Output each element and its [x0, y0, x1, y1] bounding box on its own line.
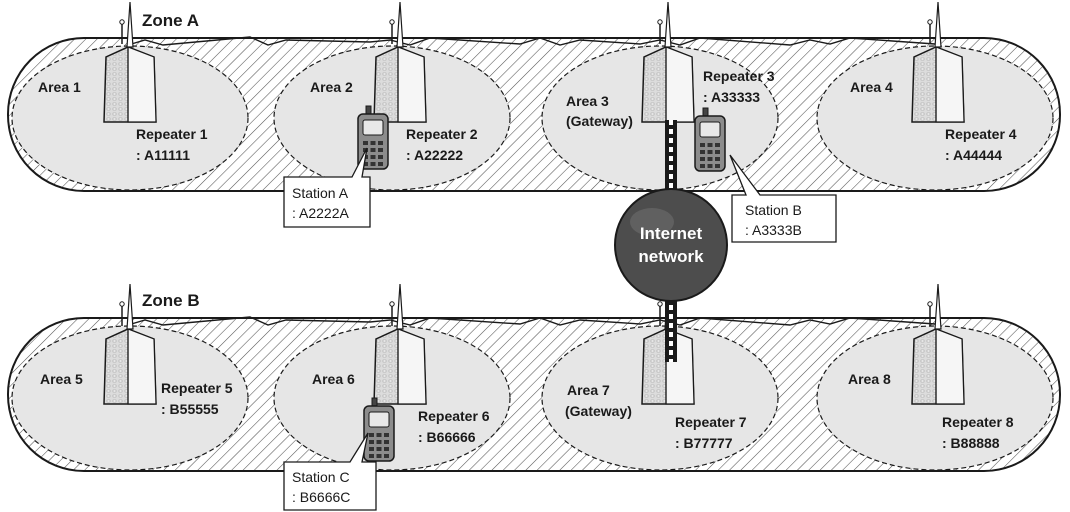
zone-a: Zone A Area 1 Area 2 Area 3 (Gateway) Ar…	[8, 2, 1060, 191]
repeater-callsign: : A33333	[703, 89, 760, 105]
area-label: Area 1	[38, 79, 81, 95]
station-callsign: : A3333B	[745, 222, 802, 238]
station-callsign: : B6666C	[292, 489, 350, 505]
repeater-tower-icon	[912, 2, 964, 122]
repeater-name: Repeater 7	[675, 414, 747, 430]
transceiver-icon	[364, 398, 394, 461]
repeater-callsign: : A22222	[406, 147, 463, 163]
repeater-callsign: : B88888	[942, 435, 1000, 451]
zone-label: Zone A	[142, 11, 199, 30]
station-name: Station C	[292, 469, 350, 485]
area-label: Area 4	[850, 79, 893, 95]
network-label: network	[638, 247, 704, 266]
internet-network-globe	[615, 189, 727, 301]
backbone-link-upper	[665, 120, 677, 198]
area-label: Area 8	[848, 371, 891, 387]
repeater-name: Repeater 1	[136, 126, 208, 142]
area-label: Area 6	[312, 371, 355, 387]
area-label: Area 2	[310, 79, 353, 95]
repeater-callsign: : B66666	[418, 429, 476, 445]
repeater-callsign: : A44444	[945, 147, 1002, 163]
zone-b: Zone B Area 5 Area 6 Area 7 (Gateway) Ar…	[8, 284, 1060, 471]
repeater-callsign: : B77777	[675, 435, 733, 451]
repeater-tower-icon	[642, 2, 694, 122]
area-label: Area 3	[566, 93, 609, 109]
area-label: Area 5	[40, 371, 83, 387]
repeater-name: Repeater 5	[161, 380, 233, 396]
repeater-name: Repeater 8	[942, 414, 1014, 430]
repeater-name: Repeater 2	[406, 126, 478, 142]
repeater-callsign: : A11111	[136, 147, 190, 163]
station-callsign: : A2222A	[292, 205, 349, 221]
gateway-label: (Gateway)	[566, 113, 633, 129]
repeater-callsign: : B55555	[161, 401, 219, 417]
repeater-name: Repeater 6	[418, 408, 490, 424]
area-label: Area 7	[567, 382, 610, 398]
gateway-label: (Gateway)	[565, 403, 632, 419]
backbone-link-lower	[665, 296, 677, 362]
repeater-tower-icon	[912, 284, 964, 404]
repeater-tower-icon	[374, 2, 426, 122]
station-name: Station A	[292, 185, 349, 201]
transceiver-icon	[695, 108, 725, 171]
repeater-name: Repeater 3	[703, 68, 775, 84]
repeater-name: Repeater 4	[945, 126, 1017, 142]
zone-label: Zone B	[142, 291, 200, 310]
internet-label: Internet	[640, 224, 703, 243]
station-name: Station B	[745, 202, 802, 218]
repeater-tower-icon	[374, 284, 426, 404]
